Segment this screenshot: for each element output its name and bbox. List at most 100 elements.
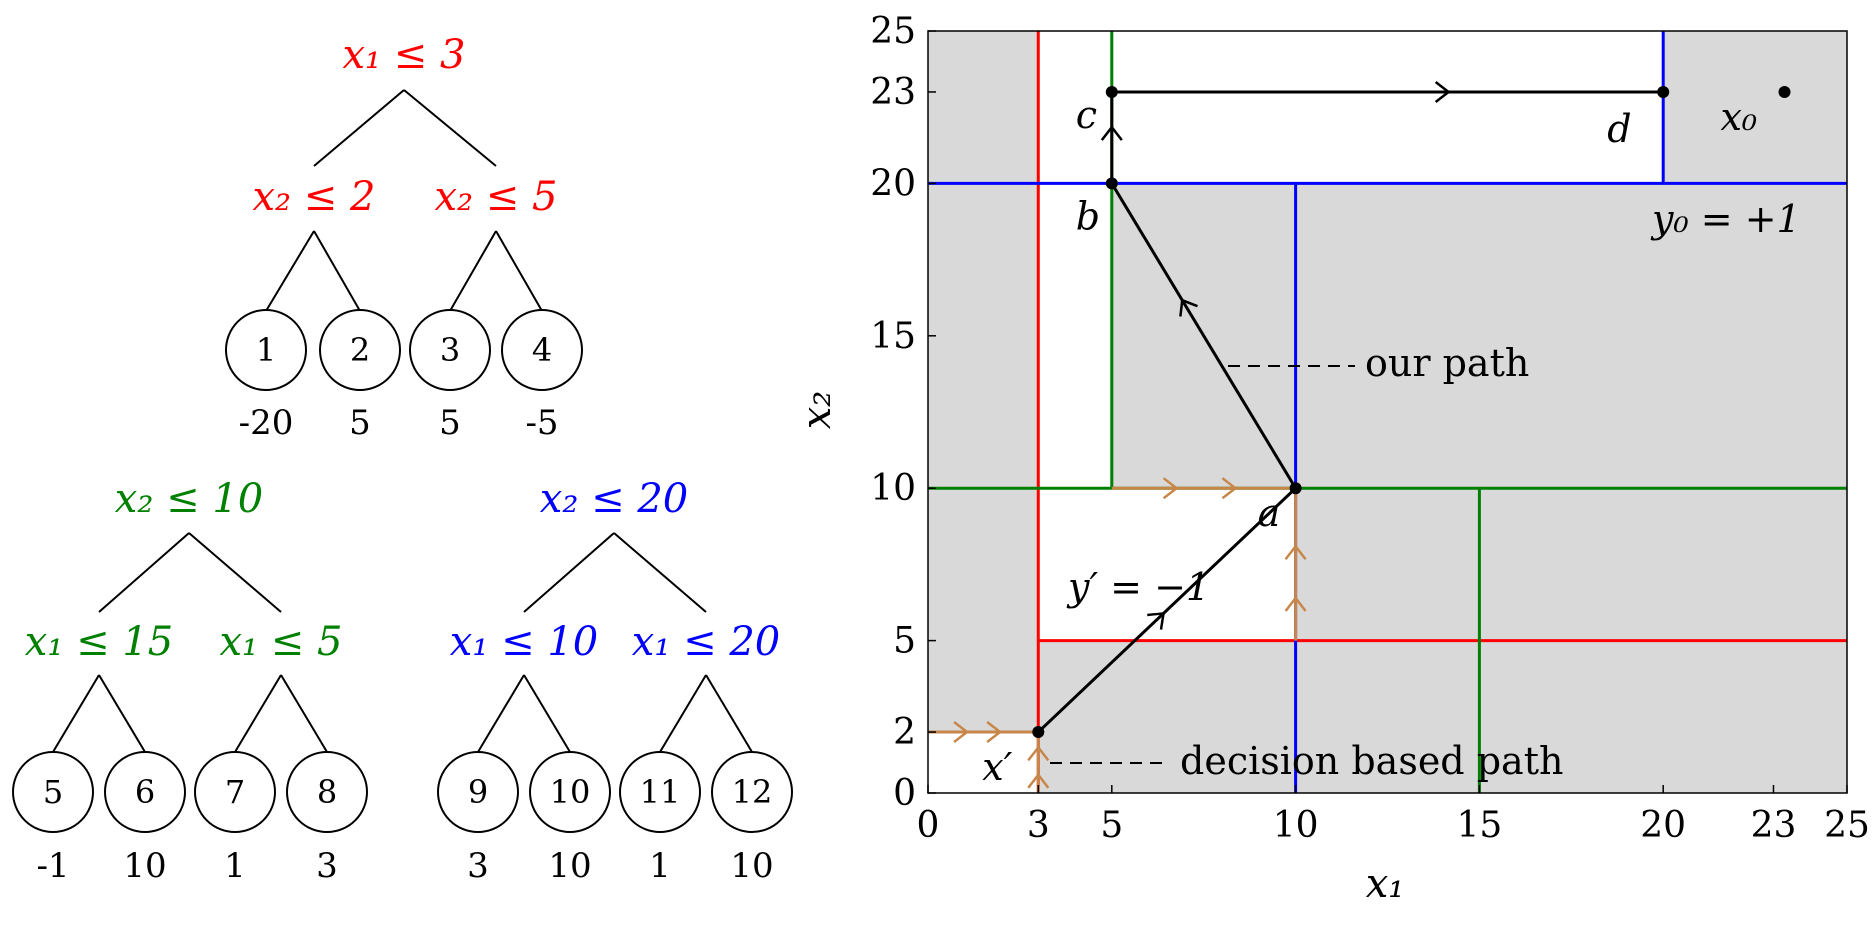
y-tick-label: 15 [870,316,916,357]
decision-arrow [1284,544,1307,560]
tree-root-label: x₂ ≤ 20 [540,476,688,522]
y-tick-label: 0 [893,773,916,814]
tree-edge [495,230,543,312]
y0-label: y₀ = +1 [1650,197,1801,241]
leaf-id: 8 [317,773,337,811]
leaf-node [437,751,519,833]
leaf-value: -5 [525,403,558,443]
our-path-arrow [1147,611,1166,630]
white-region [1111,31,1664,184]
point-marker [1778,85,1791,98]
leaf-node [12,751,94,833]
leaf-id: 11 [640,773,681,811]
yprime-label: y′ = −1 [1066,565,1210,609]
leaf-node [529,751,611,833]
leaf-value: 5 [439,403,461,443]
leaf-node [409,309,491,391]
point-marker [1105,177,1118,190]
leaf-node [194,751,276,833]
point-label: b [1076,194,1100,238]
tree-edge [280,674,328,753]
y-tick-label: 10 [870,468,916,509]
tree-right-label: x₁ ≤ 5 [220,619,343,665]
tree-left-label: x₁ ≤ 15 [25,619,173,665]
point-label: x₀ [1721,95,1758,139]
our-path-label: our path [1365,341,1529,385]
tree-edge [234,674,282,753]
tree-edge [98,532,190,613]
tree-edge [449,230,497,312]
leaf-node [286,751,368,833]
point-marker [1289,482,1302,495]
tree-root-label: x₂ ≤ 10 [115,476,263,522]
leaf-node [104,751,186,833]
our-path-arrow [1179,298,1198,317]
tree-edge [313,230,361,312]
tree-blue: x₂ ≤ 20 x₁ ≤ 10 x₁ ≤ 20 9 10 11 12 3 10 … [437,476,793,886]
point-label: c [1076,93,1097,137]
leaf-value: 3 [467,846,489,886]
white-regions [928,31,1664,793]
decision-arrow [1162,477,1179,500]
x-tick-label: 5 [1100,805,1123,846]
tree-green: x₂ ≤ 10 x₁ ≤ 15 x₁ ≤ 5 5 6 7 8 -1 10 1 3 [12,476,368,886]
tree-edge [403,89,497,167]
leaf-node [501,309,583,391]
leaf-value: -20 [239,403,294,443]
tree-edge [98,674,146,753]
decision-arrow [953,721,970,744]
leaf-id: 6 [135,773,155,811]
x-tick-label: 25 [1824,805,1870,846]
tree-right-label: x₁ ≤ 20 [632,619,780,665]
white-region [928,732,1039,793]
x-axis-label: x₁ [1366,861,1405,907]
our-path-arrow [1100,125,1123,141]
x-tick-label: 23 [1751,805,1797,846]
leaf-id: 12 [732,773,773,811]
point-marker [1657,85,1670,98]
leaf-node [619,751,701,833]
tree-edge [613,532,707,613]
tree-right-label: x₂ ≤ 5 [435,174,558,220]
x-tick-label: 10 [1273,805,1319,846]
tree-root-label: x₁ ≤ 3 [343,32,466,78]
leaf-value: 10 [730,846,773,886]
our-path-arrow [1434,80,1451,103]
y-axis-label: x₂ [794,391,840,430]
leaf-value: 10 [548,846,591,886]
tree-edge [188,532,282,613]
y-tick-label: 23 [870,72,916,113]
tree-red: x₁ ≤ 3 x₂ ≤ 2 x₂ ≤ 5 1 2 3 4 -20 5 5 -5 [225,32,583,443]
decision-arrow [1027,772,1050,789]
x-tick-label: 15 [1456,805,1502,846]
tree-edge [705,674,753,753]
leaf-value: 1 [649,846,671,886]
leaf-id: 10 [550,773,591,811]
point-marker [1032,726,1045,739]
tree-edge [265,230,315,312]
tree-edge [659,674,707,753]
plot-frame [927,30,1848,794]
point-label: x′ [982,745,1012,789]
decision-arrow [986,721,1003,744]
leaf-value: 3 [316,846,338,886]
leaf-node [225,309,307,391]
leaf-node [319,309,401,391]
leaf-id: 2 [350,331,370,369]
leaf-id: 5 [43,773,63,811]
leaf-id: 1 [256,331,276,369]
white-region [1038,488,1296,641]
leaf-value: 1 [224,846,246,886]
x-tick-label: 0 [917,805,940,846]
point-label: d [1607,107,1631,151]
leaf-node [711,751,793,833]
x-tick-label: 3 [1027,805,1050,846]
leaf-id: 9 [468,773,488,811]
tree-edge [313,89,405,167]
decision-arrow [1027,745,1050,762]
leaf-id: 7 [225,773,245,811]
tree-left-label: x₂ ≤ 2 [253,174,376,220]
